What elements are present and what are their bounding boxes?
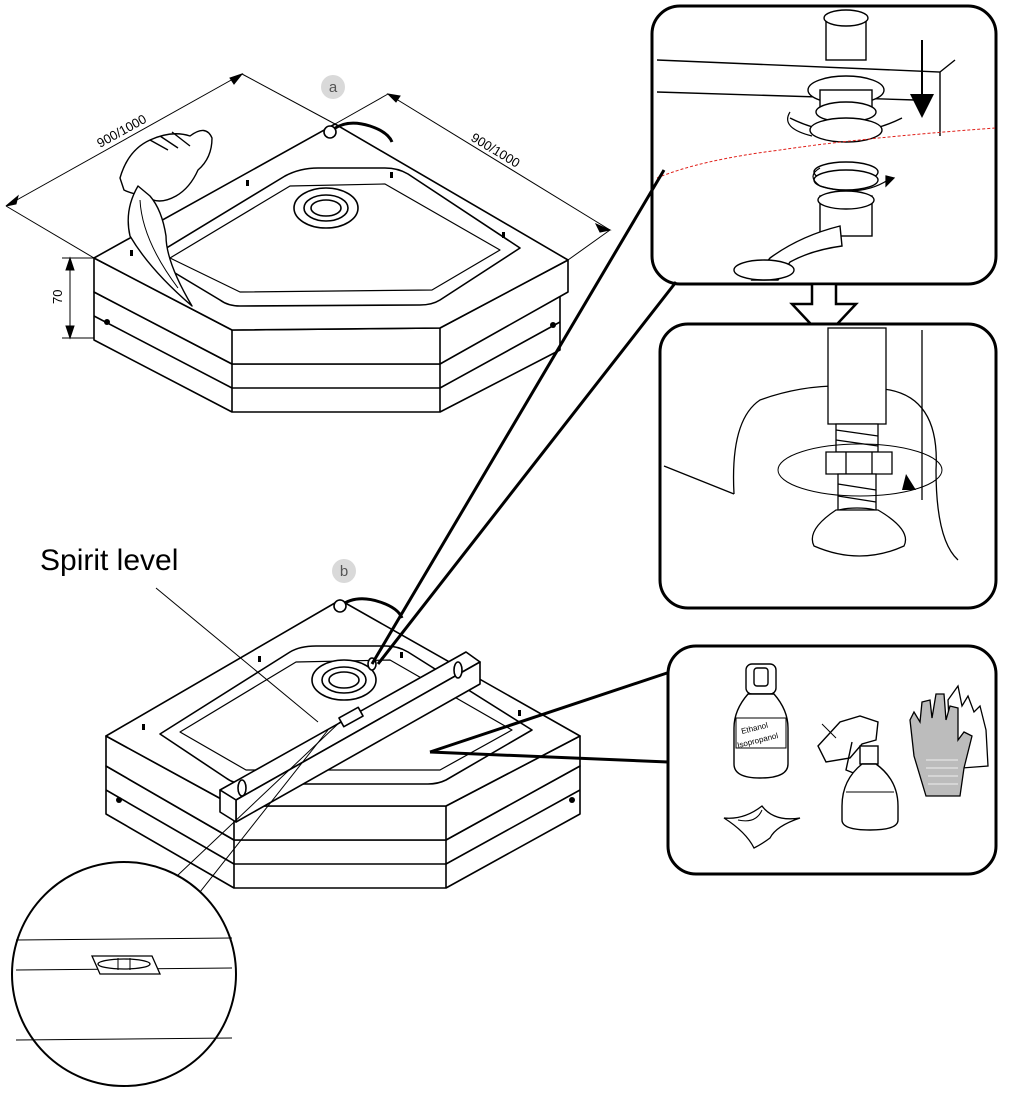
step-a-label: a (329, 79, 338, 96)
gloves-icon (909, 684, 989, 797)
drain-detail-panel (650, 4, 998, 286)
dim-right-label: 900/1000 (468, 130, 522, 171)
hollow-arrow-down-icon (789, 282, 859, 340)
foot-detail-panel (658, 322, 998, 610)
hand-with-cloth (119, 129, 213, 307)
spirit-level-label: Spirit level (40, 544, 178, 577)
arrow-down-icon (910, 40, 934, 118)
leader-lines (155, 169, 678, 893)
cut-line (656, 127, 996, 179)
dimensions-a (5, 72, 612, 340)
spirit-level-bar (219, 651, 481, 823)
tray-a-basin (149, 167, 521, 307)
cloth-icon (723, 805, 801, 849)
cleaning-supplies-panel: Ethanol Isopropanol (666, 644, 998, 876)
tray-a (93, 121, 569, 413)
step-a-badge: a (321, 75, 345, 99)
dim-height-label: 70 (50, 290, 65, 304)
step-b-badge: b (332, 559, 356, 583)
spray-bottle-icon (817, 715, 899, 831)
step-b-label: b (340, 563, 348, 580)
rotate-arrow-icon (902, 474, 916, 490)
level-bubble-magnifier (11, 861, 237, 1087)
rotate-arrow-icon (787, 111, 896, 192)
ethanol-bottle-icon (733, 663, 789, 779)
